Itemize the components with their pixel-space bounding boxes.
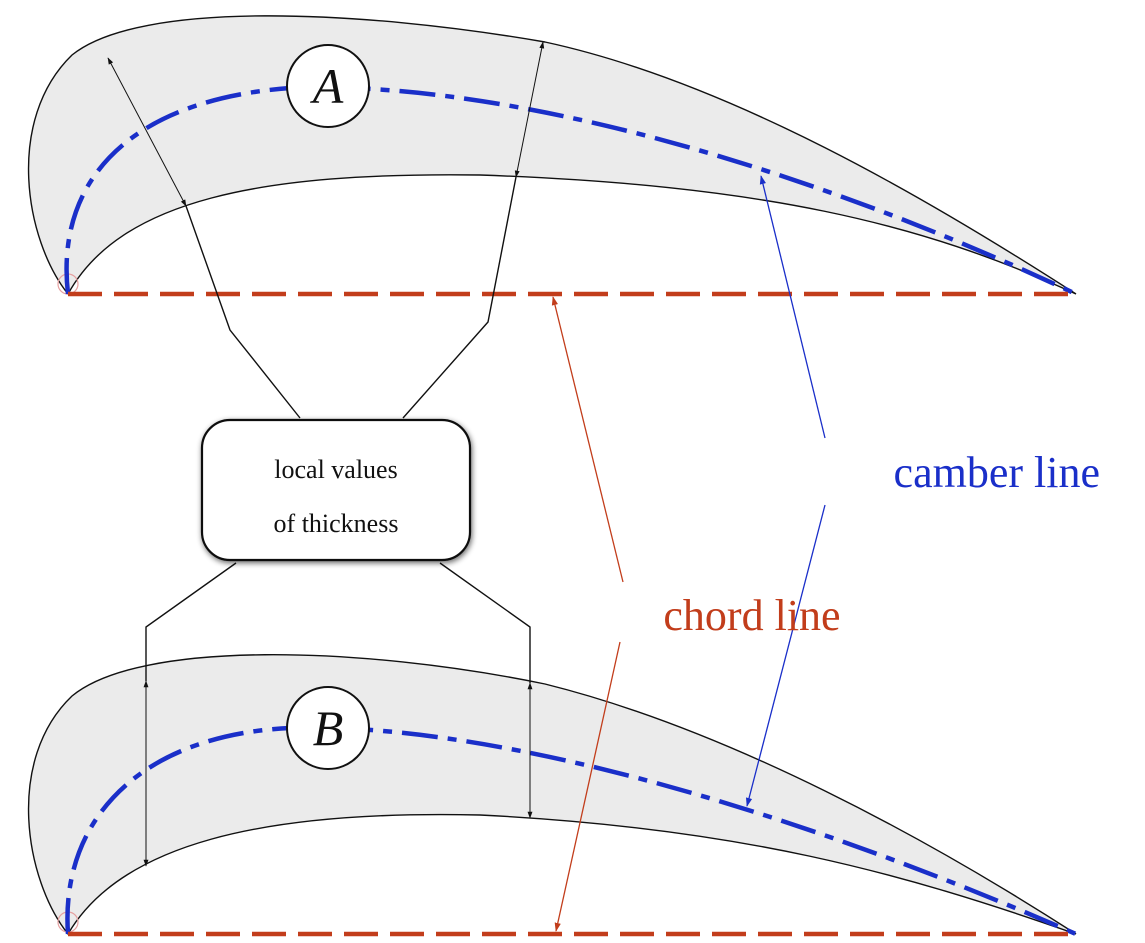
edge-glyph: i (0, 504, 3, 550)
camber-line-label: camber line (894, 448, 1100, 497)
thickness-leader-a-rear (402, 176, 517, 419)
camber-leader-b (745, 504, 826, 807)
airfoil-a-thickness-arrow-rear (514, 41, 545, 178)
thickness-box (200, 418, 472, 562)
camber-callout: camber line (745, 175, 1100, 807)
airfoil-b-label: B (313, 700, 344, 756)
thickness-callout: local values of thickness (145, 176, 531, 683)
airfoil-a-label-circle: A (286, 44, 370, 128)
thickness-leader-a-front (185, 205, 301, 419)
thickness-leader-b-rear (439, 562, 531, 683)
airfoil-a-label: A (310, 58, 344, 114)
chord-leader-b (554, 641, 621, 932)
airfoil-a: A (27, 15, 1080, 297)
thickness-label-line-2: of thickness (274, 509, 399, 538)
thickness-leader-b-front (145, 562, 237, 681)
camber-leader-a (759, 175, 826, 439)
chord-callout: chord line (551, 296, 841, 932)
airfoil-b: B (27, 654, 1080, 937)
chord-leader-a (551, 296, 624, 583)
airfoil-a-thickness-arrow-front (107, 57, 187, 207)
chord-line-label: chord line (663, 591, 840, 640)
airfoil-b-label-circle: B (286, 686, 370, 770)
airfoil-b-profile (27, 654, 1077, 936)
airfoil-a-profile (27, 15, 1077, 296)
thickness-label-line-1: local values (274, 455, 397, 484)
